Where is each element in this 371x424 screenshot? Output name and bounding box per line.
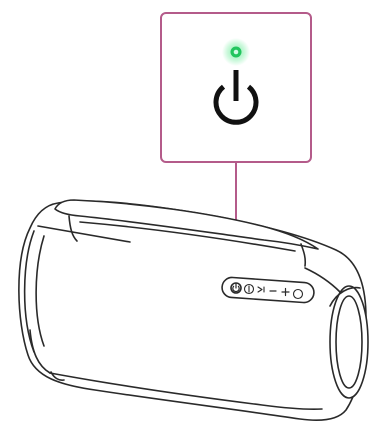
panel-volume-up-button[interactable]: [281, 287, 290, 297]
speaker-handle: [54, 199, 319, 250]
panel-function-button[interactable]: [292, 288, 304, 300]
speaker-body: [18, 199, 369, 422]
power-indicator-led: [222, 38, 250, 66]
control-panel: [221, 276, 315, 304]
callout-box: [160, 12, 312, 163]
panel-play-button[interactable]: [257, 286, 265, 293]
power-icon: [213, 70, 259, 125]
panel-pair-button[interactable]: [243, 283, 255, 295]
panel-power-button[interactable]: [230, 282, 242, 294]
speaker-outline: [18, 200, 367, 422]
